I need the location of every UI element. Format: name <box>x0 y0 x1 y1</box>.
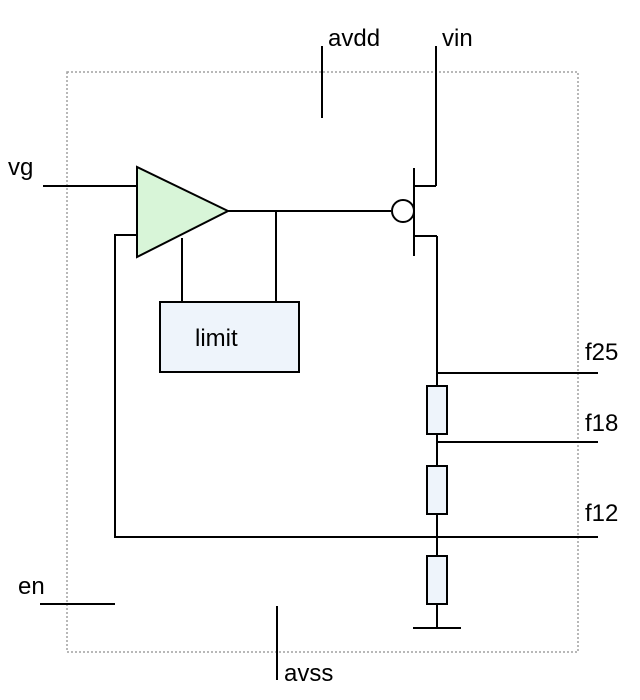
limit-block <box>159 301 300 373</box>
block-boundary <box>66 71 579 653</box>
transistor-gate-bubble-icon <box>391 199 415 223</box>
feedback-wire <box>114 234 437 538</box>
vin-label: vin <box>442 25 473 52</box>
f12-label: f12 <box>585 500 618 527</box>
avdd-label: avdd <box>328 25 380 52</box>
vg-label: vg <box>8 154 33 181</box>
resistor-2-icon <box>426 465 448 515</box>
amplifier-icon <box>136 165 231 259</box>
en-label: en <box>18 573 45 600</box>
avss-label: avss <box>284 660 333 687</box>
f25-label: f25 <box>585 339 618 366</box>
resistor-3-icon <box>426 555 448 605</box>
resistor-1-icon <box>426 385 448 435</box>
f18-label: f18 <box>585 410 618 437</box>
limit-label: limit <box>195 325 238 352</box>
